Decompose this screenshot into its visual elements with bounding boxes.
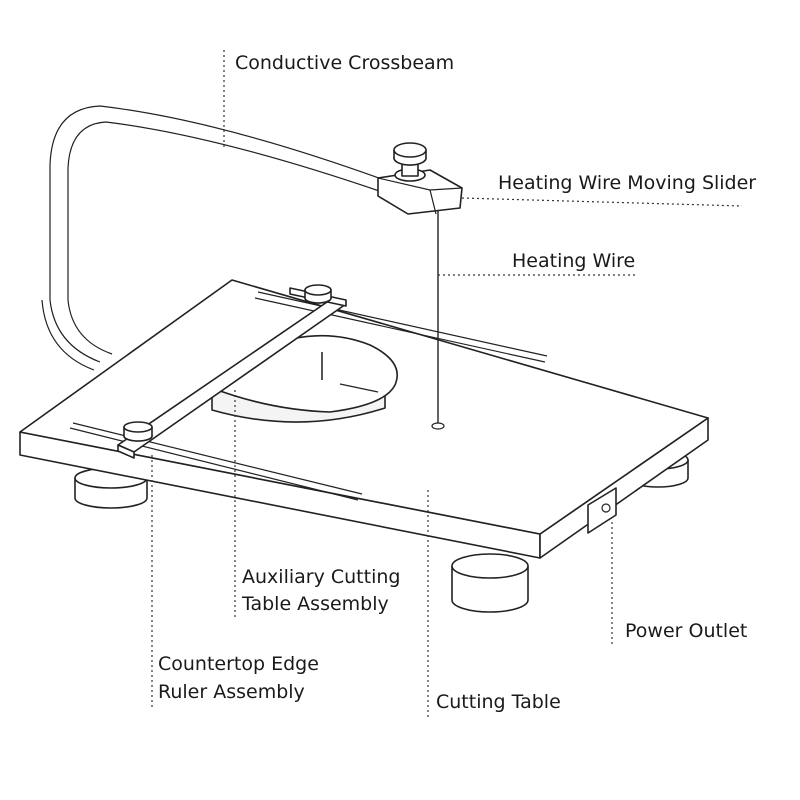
heating-wire-slider bbox=[377, 142, 463, 215]
label-countertop-edge-ruler-line1: Countertop Edge bbox=[158, 653, 319, 675]
knob-slider bbox=[393, 142, 427, 182]
label-heating-wire: Heating Wire bbox=[512, 250, 636, 272]
label-countertop-edge-ruler-line2: Ruler Assembly bbox=[158, 681, 305, 703]
label-heating-wire-moving-slider: Heating Wire Moving Slider bbox=[498, 172, 757, 194]
label-conductive-crossbeam: Conductive Crossbeam bbox=[235, 52, 455, 74]
label-cutting-table: Cutting Table bbox=[436, 691, 561, 713]
power-outlet bbox=[587, 487, 617, 534]
conductive-crossbeam bbox=[41, 105, 391, 371]
label-power-outlet: Power Outlet bbox=[625, 620, 748, 642]
label-auxiliary-cutting-table-line1: Auxiliary Cutting bbox=[242, 566, 401, 588]
knob-ruler-front bbox=[123, 421, 153, 442]
knob-ruler-back bbox=[304, 284, 332, 304]
leader-lines bbox=[151, 50, 743, 720]
countertop-edge-ruler bbox=[117, 284, 347, 459]
foot-front bbox=[451, 553, 529, 613]
label-auxiliary-cutting-table-line2: Table Assembly bbox=[242, 593, 389, 615]
